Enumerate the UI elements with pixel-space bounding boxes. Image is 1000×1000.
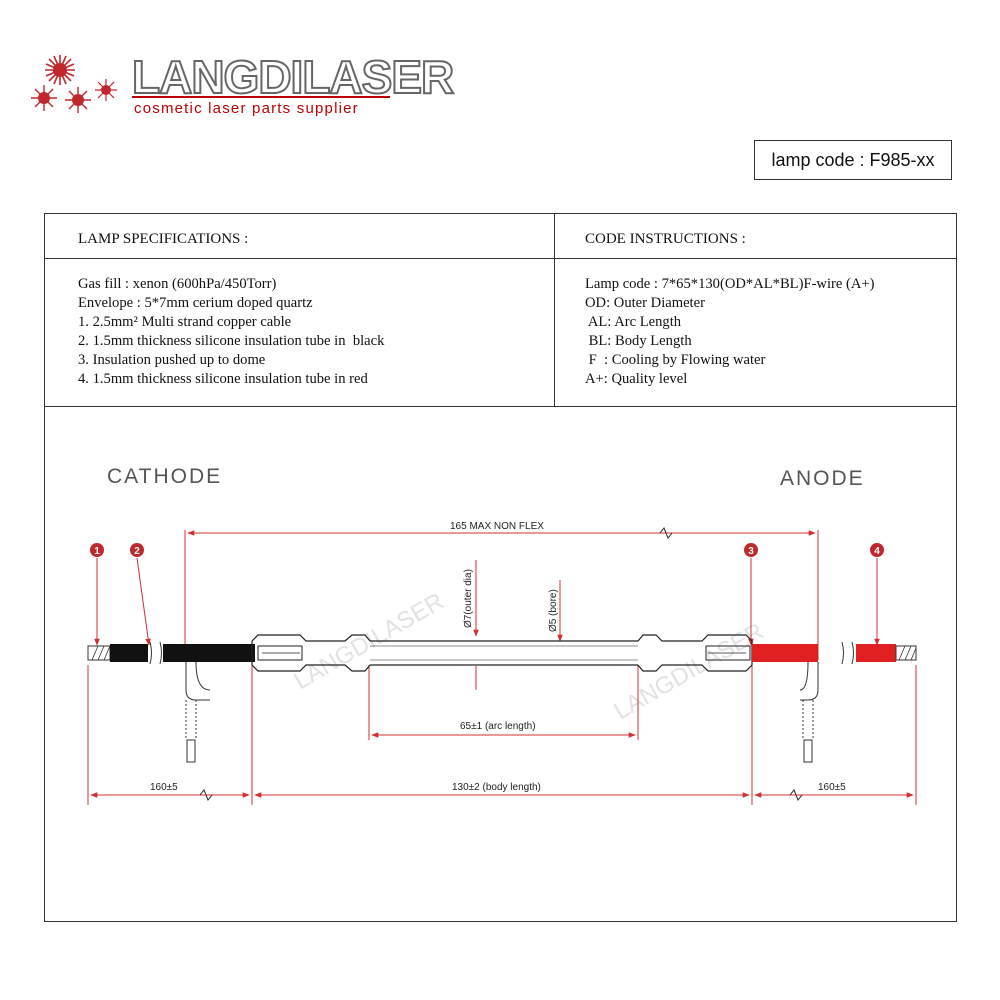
callout-3: 3 <box>744 543 758 557</box>
brand-tagline: cosmetic laser parts supplier <box>134 100 359 117</box>
cable-break-mark <box>149 641 152 665</box>
spec-line: Gas fill : xenon (600hPa/450Torr) <box>78 276 277 292</box>
callout-4: 4 <box>870 543 884 557</box>
bore-label: Ø5 (bore) <box>548 589 559 632</box>
spec-line: 2. 1.5mm thickness silicone insulation t… <box>78 333 385 349</box>
column-divider <box>554 213 555 407</box>
brand-name: LANGDILASER <box>131 51 455 103</box>
table-bottom-divider <box>44 406 957 407</box>
specs-list: Gas fill : xenon (600hPa/450Torr) Envelo… <box>78 275 384 389</box>
cable-break-mark <box>159 641 162 665</box>
black-insulation-tube <box>110 644 148 662</box>
cathode-wire-tip <box>87 645 111 661</box>
code-line: Lamp code : 7*65*130(OD*AL*BL)F-wire (A+… <box>585 276 875 292</box>
arc-length-label: 65±1 (arc length) <box>460 721 536 732</box>
anode-bent-lead <box>799 661 819 763</box>
brand-rule <box>132 96 390 98</box>
cathode-bent-lead <box>185 661 211 763</box>
black-insulation-tube <box>163 644 255 662</box>
anode-wire-tip <box>895 645 917 661</box>
code-instructions-list: Lamp code : 7*65*130(OD*AL*BL)F-wire (A+… <box>585 275 875 389</box>
cable-break-mark <box>851 641 854 665</box>
overall-length-label: 165 MAX NON FLEX <box>450 521 544 532</box>
callout-number: 3 <box>748 546 754 557</box>
callout-2: 2 <box>130 543 144 557</box>
dimension-break-marks <box>199 527 803 801</box>
callout-number: 4 <box>874 546 880 557</box>
body-length-label: 130±2 (body length) <box>452 782 541 793</box>
callout-1: 1 <box>90 543 104 557</box>
code-line: AL: Arc Length <box>585 314 682 330</box>
code-instructions-header: CODE INSTRUCTIONS : <box>585 231 746 247</box>
callout-number: 1 <box>94 546 100 557</box>
spec-line: 4. 1.5mm thickness silicone insulation t… <box>78 371 368 387</box>
cathode-label: CATHODE <box>107 465 222 488</box>
right-lead-length-label: 160±5 <box>818 782 846 793</box>
lamp-code-box: lamp code : F985-xx <box>754 140 952 180</box>
code-line: OD: Outer Diameter <box>585 295 705 311</box>
red-insulation-tube <box>856 644 896 662</box>
specs-header: LAMP SPECIFICATIONS : <box>78 231 249 247</box>
spec-line: 3. Insulation pushed up to dome <box>78 352 266 368</box>
left-lead-length-label: 160±5 <box>150 782 178 793</box>
cable-break-mark <box>841 641 844 665</box>
code-line: F : Cooling by Flowing water <box>585 352 766 368</box>
code-line: A+: Quality level <box>585 371 688 387</box>
spec-frame <box>44 213 957 922</box>
brand-logo: LANGDILASER cosmetic laser parts supplie… <box>28 48 455 123</box>
spec-line: 1. 2.5mm² Multi strand copper cable <box>78 314 292 330</box>
code-line: BL: Body Length <box>585 333 692 349</box>
red-insulation-tube <box>752 644 818 662</box>
spec-line: Envelope : 5*7mm cerium doped quartz <box>78 295 313 311</box>
dimension-lines <box>87 530 917 805</box>
outer-diameter-label: Ø7(outer dia) <box>463 569 474 628</box>
anode-label: ANODE <box>780 467 865 490</box>
header-divider <box>44 258 957 259</box>
callout-number: 2 <box>134 546 140 557</box>
laser-burst-icon <box>31 55 117 113</box>
